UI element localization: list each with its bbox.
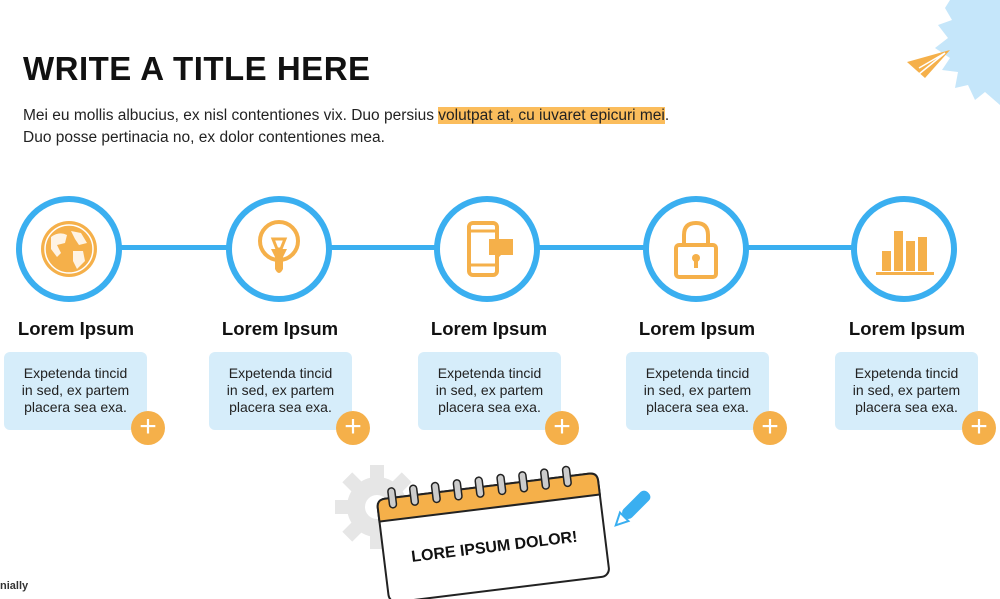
paper-plane-icon bbox=[907, 50, 950, 78]
step-description: Expetenda tincid in sed, ex partem place… bbox=[835, 352, 978, 430]
description-line: placera sea exa. bbox=[855, 399, 958, 415]
expand-plus-button[interactable]: + bbox=[545, 411, 579, 445]
description-line: in sed, ex partem bbox=[435, 382, 544, 398]
description-line: in sed, ex partem bbox=[643, 382, 752, 398]
calendar-notepad: LORE IPSUM DOLOR! bbox=[376, 465, 610, 599]
step-description: Expetenda tincid in sed, ex partem place… bbox=[418, 352, 561, 430]
expand-plus-button[interactable]: + bbox=[962, 411, 996, 445]
step-title: Lorem Ipsum bbox=[221, 318, 339, 339]
step-title: Lorem Ipsum bbox=[638, 318, 756, 339]
expand-plus-button[interactable]: + bbox=[131, 411, 165, 445]
description-line: Expetenda tincid bbox=[23, 365, 128, 381]
padlock-icon bbox=[674, 220, 718, 279]
expand-plus-button[interactable]: + bbox=[753, 411, 787, 445]
step-title: Lorem Ipsum bbox=[17, 318, 135, 339]
brand-logo-text: nially bbox=[0, 580, 29, 592]
intro-text-part2: . bbox=[664, 107, 670, 124]
intro-text-line2: Duo posse pertinacia no, ex dolor conten… bbox=[23, 129, 385, 146]
lightbulb-icon bbox=[258, 220, 300, 273]
step-circle bbox=[643, 196, 749, 302]
description-line: Expetenda tincid bbox=[854, 365, 959, 381]
description-line: in sed, ex partem bbox=[21, 382, 130, 398]
step-circle bbox=[434, 196, 540, 302]
description-line: placera sea exa. bbox=[438, 399, 541, 415]
step-title: Lorem Ipsum bbox=[848, 318, 966, 339]
description-line: placera sea exa. bbox=[229, 399, 332, 415]
step-description: Expetenda tincid in sed, ex partem place… bbox=[209, 352, 352, 430]
description-line: placera sea exa. bbox=[646, 399, 749, 415]
description-line: Expetenda tincid bbox=[228, 365, 333, 381]
step-circle bbox=[226, 196, 332, 302]
pencil-icon bbox=[614, 490, 651, 527]
step-circle bbox=[851, 196, 957, 302]
expand-plus-button[interactable]: + bbox=[336, 411, 370, 445]
intro-text-part1: Mei eu mollis albucius, ex nisl contenti… bbox=[23, 107, 439, 124]
phone-chat-icon bbox=[467, 221, 513, 277]
step-circle bbox=[16, 196, 122, 302]
step-title: Lorem Ipsum bbox=[430, 318, 548, 339]
description-line: Expetenda tincid bbox=[437, 365, 542, 381]
description-line: placera sea exa. bbox=[24, 399, 127, 415]
intro-highlight: volutpat at, cu iuvaret epicuri mei bbox=[438, 107, 665, 124]
step-description: Expetenda tincid in sed, ex partem place… bbox=[4, 352, 147, 430]
starburst-decoration bbox=[935, 0, 1000, 105]
description-line: in sed, ex partem bbox=[226, 382, 335, 398]
bar-chart-icon bbox=[876, 231, 934, 275]
step-description: Expetenda tincid in sed, ex partem place… bbox=[626, 352, 769, 430]
page-title: WRITE A TITLE HERE bbox=[23, 50, 371, 87]
intro-text: Mei eu mollis albucius, ex nisl contenti… bbox=[23, 105, 743, 149]
globe-icon bbox=[41, 221, 97, 277]
description-line: Expetenda tincid bbox=[645, 365, 750, 381]
description-line: in sed, ex partem bbox=[852, 382, 961, 398]
